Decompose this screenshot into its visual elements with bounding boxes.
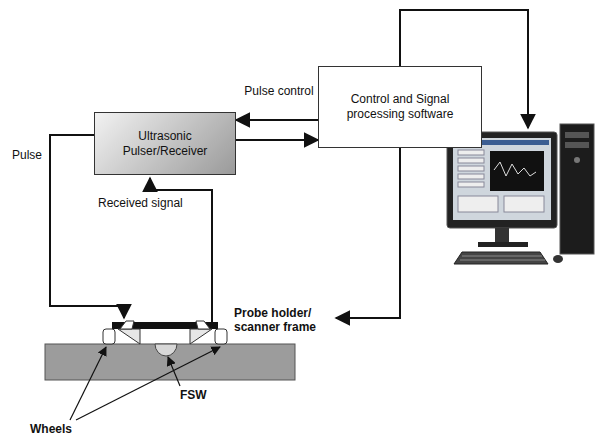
software-box: Control and Signal processing software: [318, 66, 482, 148]
part-name: FSW: [180, 388, 220, 402]
transducer: [196, 321, 210, 329]
box-label: Ultrasonic Pulser/Receiver: [103, 129, 227, 159]
leader-line: [70, 347, 106, 420]
signal-name: Pulse: [12, 148, 52, 162]
weld-nugget: [155, 344, 177, 356]
part-name: Wheels: [30, 422, 90, 436]
probe-wedge: [118, 329, 140, 344]
probe-frame: [112, 322, 218, 329]
signal-arrow: [236, 119, 318, 121]
leader-line: [76, 347, 220, 420]
box-label: Control and Signal processing software: [327, 92, 473, 122]
link-wire: [336, 148, 400, 318]
signal-name: Received signal: [98, 196, 208, 210]
wheel: [215, 329, 227, 344]
pulser-box: Ultrasonic Pulser/Receiver: [94, 112, 236, 175]
probe-wedge: [190, 329, 212, 344]
wheel: [103, 329, 115, 344]
edge-label: Pulse control: [244, 84, 314, 98]
part-name: Probe holder/ scanner frame: [234, 306, 334, 334]
signal-arrow: [236, 139, 318, 141]
transducer: [120, 321, 134, 329]
leader-line: [168, 357, 180, 386]
